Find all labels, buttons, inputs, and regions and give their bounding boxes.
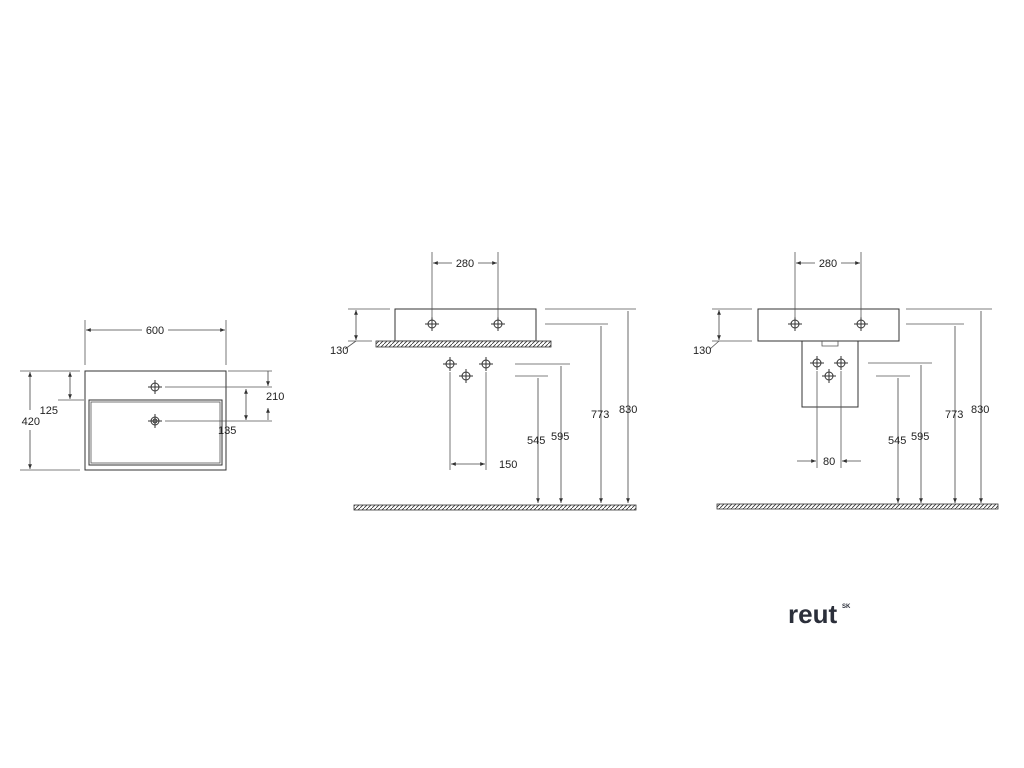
dim-80: 80 [823,456,835,468]
dim-595-pedestal: 595 [911,431,929,443]
dim-773-pedestal: 773 [945,409,963,421]
bowl-outline [88,399,223,466]
pedestal-view: 280 130 80 545 595 773 830 [693,252,999,510]
pedestal-basin-outline [757,308,900,342]
logo-text: reut [788,599,837,629]
dim-830-pedestal: 830 [971,404,989,416]
waste-hole-icon [821,368,837,384]
dim-150: 150 [499,459,517,471]
drain-icon [147,413,163,429]
fixing-hole-icon [490,316,506,332]
dim-830-wall: 830 [619,404,637,416]
supply-hole-icon [442,356,458,372]
supply-hole-icon [833,355,849,371]
dim-773-wall: 773 [591,409,609,421]
floor-line [353,504,637,511]
waste-hole-icon [458,368,474,384]
supply-hole-icon [809,355,825,371]
tap-hole-icon [147,379,163,395]
dim-135: 135 [218,425,236,437]
brand-logo: reut SK [788,599,851,629]
semi-pedestal [801,341,859,408]
fixing-hole-icon [424,316,440,332]
dim-depth-420: 420 [22,416,40,428]
supply-hole-icon [478,356,494,372]
floor-line [716,503,999,510]
bowl-inner [90,401,221,464]
dim-125: 125 [40,405,58,417]
dim-width-600: 600 [146,325,164,337]
dim-130-wall: 130 [330,345,348,357]
wall-hung-view: 280 130 150 545 595 773 830 [330,252,637,511]
fixing-hole-icon [787,316,803,332]
countertop [375,340,552,348]
dim-545-pedestal: 545 [888,435,906,447]
wall-basin-outline [394,308,537,342]
dim-595-wall: 595 [551,431,569,443]
fixing-hole-icon [853,316,869,332]
dim-545-wall: 545 [527,435,545,447]
dim-280-pedestal: 280 [819,258,837,270]
logo-superscript: SK [842,604,851,610]
top-view: 600 420 125 210 135 [20,320,284,471]
dim-280-wall: 280 [456,258,474,270]
dim-210: 210 [266,391,284,403]
dim-130-pedestal: 130 [693,345,711,357]
basin-outline [84,370,227,471]
